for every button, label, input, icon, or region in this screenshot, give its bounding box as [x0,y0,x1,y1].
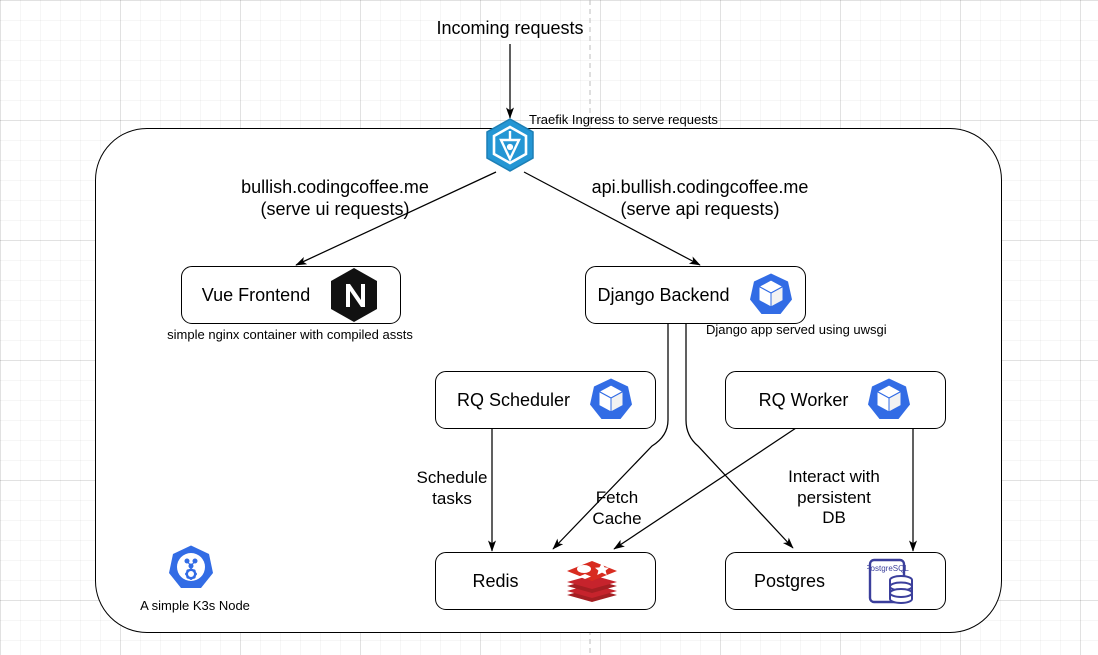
kubernetes-pod-icon [748,272,794,318]
kubernetes-pod-icon [588,377,634,423]
k3s-node-caption: A simple K3s Node [140,598,250,613]
route-ui-label: bullish.codingcoffee.me(serve ui request… [241,177,429,221]
node-vue-frontend[interactable]: Vue Frontend [181,266,401,324]
django-caption: Django app served using uwsgi [706,322,887,337]
node-rq-scheduler[interactable]: RQ Scheduler [435,371,656,429]
node-django-backend-label: Django Backend [597,285,730,305]
node-vue-frontend-label: Vue Frontend [201,285,311,305]
node-rq-worker[interactable]: RQ Worker [725,371,946,429]
kubernetes-node-icon [167,544,215,592]
vue-caption: simple nginx container with compiled ass… [167,327,413,342]
redis-icon [565,558,619,604]
route-api-purpose: (serve api requests) [620,198,780,219]
node-redis[interactable]: Redis [435,552,656,610]
node-postgres-label: Postgres [753,571,826,591]
incoming-requests-label: Incoming requests [436,18,584,38]
ingress-note-label: Traefik Ingress to serve requests [529,112,718,127]
svg-text:PostgreSQL: PostgreSQL [867,564,909,573]
nginx-icon [328,267,380,323]
route-api-host: api.bullish.codingcoffee.me [591,177,809,197]
route-api-label: api.bullish.codingcoffee.me(serve api re… [592,177,809,221]
node-redis-label: Redis [472,571,519,591]
route-ui-host: bullish.codingcoffee.me [241,177,429,197]
route-ui-purpose: (serve ui requests) [260,198,410,219]
node-rq-scheduler-label: RQ Scheduler [456,390,571,410]
kubernetes-pod-icon [866,377,912,423]
node-postgres[interactable]: Postgres PostgreSQL [725,552,946,610]
traefik-icon[interactable] [482,117,538,173]
node-django-backend[interactable]: Django Backend [585,266,806,324]
node-rq-worker-label: RQ Worker [758,390,849,410]
postgresql-icon: PostgreSQL [867,556,917,606]
